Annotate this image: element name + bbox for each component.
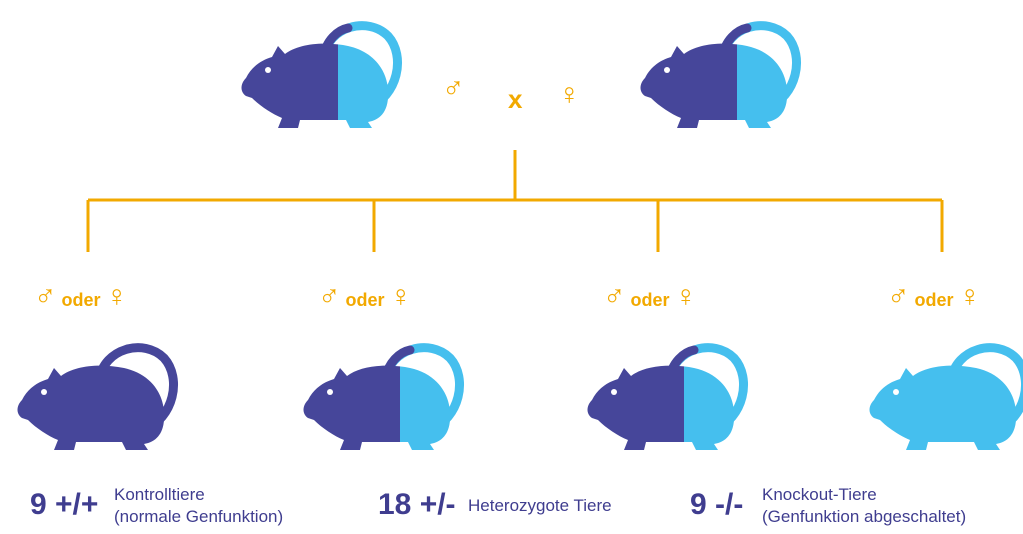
male-symbol-icon: ♂ — [887, 280, 910, 313]
result-title: Knockout-Tiere — [762, 485, 877, 504]
offspring-gender-label-4: ♂ oder ♀ — [887, 280, 981, 314]
or-label: oder — [630, 290, 670, 310]
offspring-gender-label-2: ♂ oder ♀ — [318, 280, 412, 314]
or-label: oder — [914, 290, 954, 310]
female-symbol-icon: ♀ — [389, 280, 413, 313]
result-title: Heterozygote Tiere — [468, 496, 612, 515]
result-count-wildtype: 9 +/+ — [30, 488, 99, 521]
or-label: oder — [61, 290, 101, 310]
result-description-heterozygous: Heterozygote Tiere — [468, 495, 612, 517]
female-symbol-icon: ♀ — [558, 78, 581, 111]
parent-mouse-male — [241, 21, 403, 128]
female-symbol-icon: ♀ — [674, 280, 698, 313]
offspring-gender-label-1: ♂ oder ♀ — [34, 280, 128, 314]
offspring-mouse-heterozygous-1 — [303, 343, 465, 450]
result-description-wildtype: Kontrolltiere (normale Genfunktion) — [114, 484, 283, 528]
connector-lines — [86, 150, 944, 252]
parent-mouse-female — [640, 21, 802, 128]
male-symbol-icon: ♂ — [318, 280, 341, 313]
female-symbol-icon: ♀ — [958, 280, 982, 313]
male-symbol-icon: ♂ — [603, 280, 626, 313]
offspring-mouse-wildtype — [17, 343, 179, 450]
result-subtitle: (Genfunktion abgeschaltet) — [762, 507, 967, 526]
cross-label: x — [508, 84, 523, 114]
or-label: oder — [345, 290, 385, 310]
male-symbol-icon: ♂ — [34, 280, 57, 313]
result-count-knockout: 9 -/- — [690, 488, 744, 521]
result-count-heterozygous: 18 +/- — [378, 488, 456, 521]
result-subtitle: (normale Genfunktion) — [114, 507, 284, 526]
result-title: Kontrolltiere — [114, 485, 205, 504]
result-description-knockout: Knockout-Tiere (Genfunktion abgeschaltet… — [762, 484, 966, 528]
offspring-mouse-heterozygous-2 — [587, 343, 749, 450]
male-symbol-icon: ♂ — [442, 72, 465, 105]
offspring-mouse-knockout — [869, 343, 1023, 450]
female-symbol-icon: ♀ — [105, 280, 129, 313]
offspring-gender-label-3: ♂ oder ♀ — [603, 280, 697, 314]
